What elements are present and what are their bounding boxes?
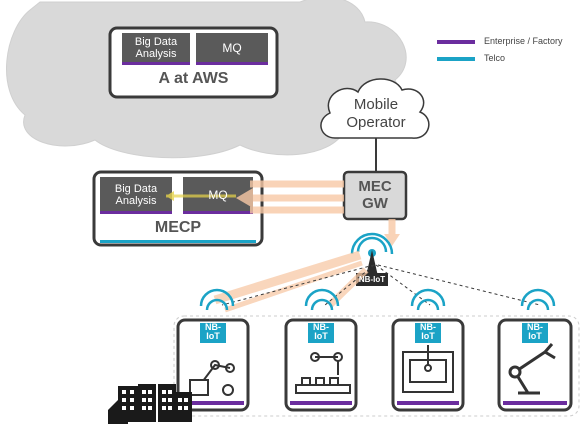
- device-4: [497, 318, 573, 412]
- wifi-icon: [199, 288, 235, 311]
- device-4-badge: NB- IoT: [522, 323, 548, 341]
- mecp-bigdata-line1: Big Data: [114, 183, 158, 195]
- wifi-icon: [410, 288, 446, 311]
- legend-label-telco: Telco: [484, 53, 506, 63]
- device-1-badge-line2: IoT: [206, 331, 220, 341]
- aws-bigdata-line1: Big Data: [134, 36, 178, 48]
- device-3-badge-line1: NB-: [420, 322, 436, 332]
- aws-title: A at AWS: [158, 70, 229, 87]
- mec-gw-label: MEC GW: [344, 178, 406, 212]
- device-3: [391, 318, 465, 412]
- device-4-badge-line1: NB-: [527, 322, 543, 332]
- aws-mq-label: MQ: [222, 41, 242, 55]
- buildings-icon: [108, 384, 192, 424]
- wifi-icons: [199, 288, 556, 311]
- legend-swatch-telco: [437, 57, 475, 61]
- legend-swatch-enterprise: [437, 40, 475, 44]
- mobile-operator-line1: Mobile: [353, 96, 399, 113]
- mecp-bigdata-box: [100, 177, 172, 213]
- mobile-operator-label: Mobile Operator: [330, 96, 422, 132]
- device-2-badge: NB- IoT: [308, 323, 334, 341]
- legend: [437, 40, 475, 61]
- device-4-badge-line2: IoT: [528, 331, 542, 341]
- aws-box: [108, 26, 279, 99]
- device-2-badge-line1: NB-: [313, 322, 329, 332]
- legend-label-enterprise: Enterprise / Factory: [484, 36, 563, 46]
- aws-bigdata-line2: Analysis: [135, 48, 177, 60]
- device-2: [284, 318, 358, 412]
- device-3-badge-line2: IoT: [421, 331, 435, 341]
- orange-beams: [213, 250, 369, 313]
- tower-label: NB-IoT: [358, 275, 386, 284]
- device-2-badge-line2: IoT: [314, 331, 328, 341]
- wifi-icon: [304, 288, 340, 311]
- dashed-links: [221, 264, 541, 306]
- device-1-badge: NB- IoT: [200, 323, 226, 341]
- mecp-title: MECP: [154, 219, 202, 236]
- data-flow-arrows: [166, 180, 400, 246]
- aws-bigdata-label: Big Data Analysis: [122, 36, 190, 60]
- mobile-operator-line2: Operator: [346, 114, 406, 131]
- mecp-mq-label: MQ: [208, 188, 228, 202]
- device-1: [176, 318, 250, 412]
- mobile-operator-cloud: [320, 78, 430, 139]
- mecp-bigdata-line2: Analysis: [115, 195, 157, 207]
- aws-mq-box: [196, 33, 268, 64]
- device-3-badge: NB- IoT: [415, 323, 441, 341]
- device-1-badge-line1: NB-: [205, 322, 221, 332]
- factory-area: [173, 315, 580, 417]
- mecp-bigdata-label: Big Data Analysis: [100, 183, 172, 207]
- mec-gw-line2: GW: [362, 195, 388, 212]
- wifi-icon: [520, 288, 556, 311]
- aws-bigdata-box: [122, 33, 190, 64]
- mec-gw-line1: MEC: [358, 178, 392, 195]
